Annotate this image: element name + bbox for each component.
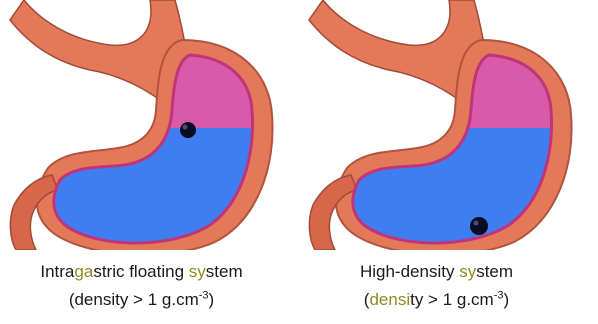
stomach-illustration-right xyxy=(299,0,598,250)
caption-title-right: High-density system xyxy=(287,262,586,282)
caption-density-left: (density > 1 g.cm-3) xyxy=(0,290,291,310)
caption-density-right: (density > 1 g.cm-3) xyxy=(287,290,586,310)
caption-title-left: Intragastric floating system xyxy=(0,262,291,282)
panel-intragastric-floating: Intragastric floating system (density > … xyxy=(0,0,299,324)
dosage-form-floating xyxy=(180,122,196,138)
panel-high-density: High-density system (density > 1 g.cm-3) xyxy=(299,0,598,324)
dosage-form-sunk xyxy=(470,217,488,235)
stomach-illustration-left xyxy=(0,0,299,250)
